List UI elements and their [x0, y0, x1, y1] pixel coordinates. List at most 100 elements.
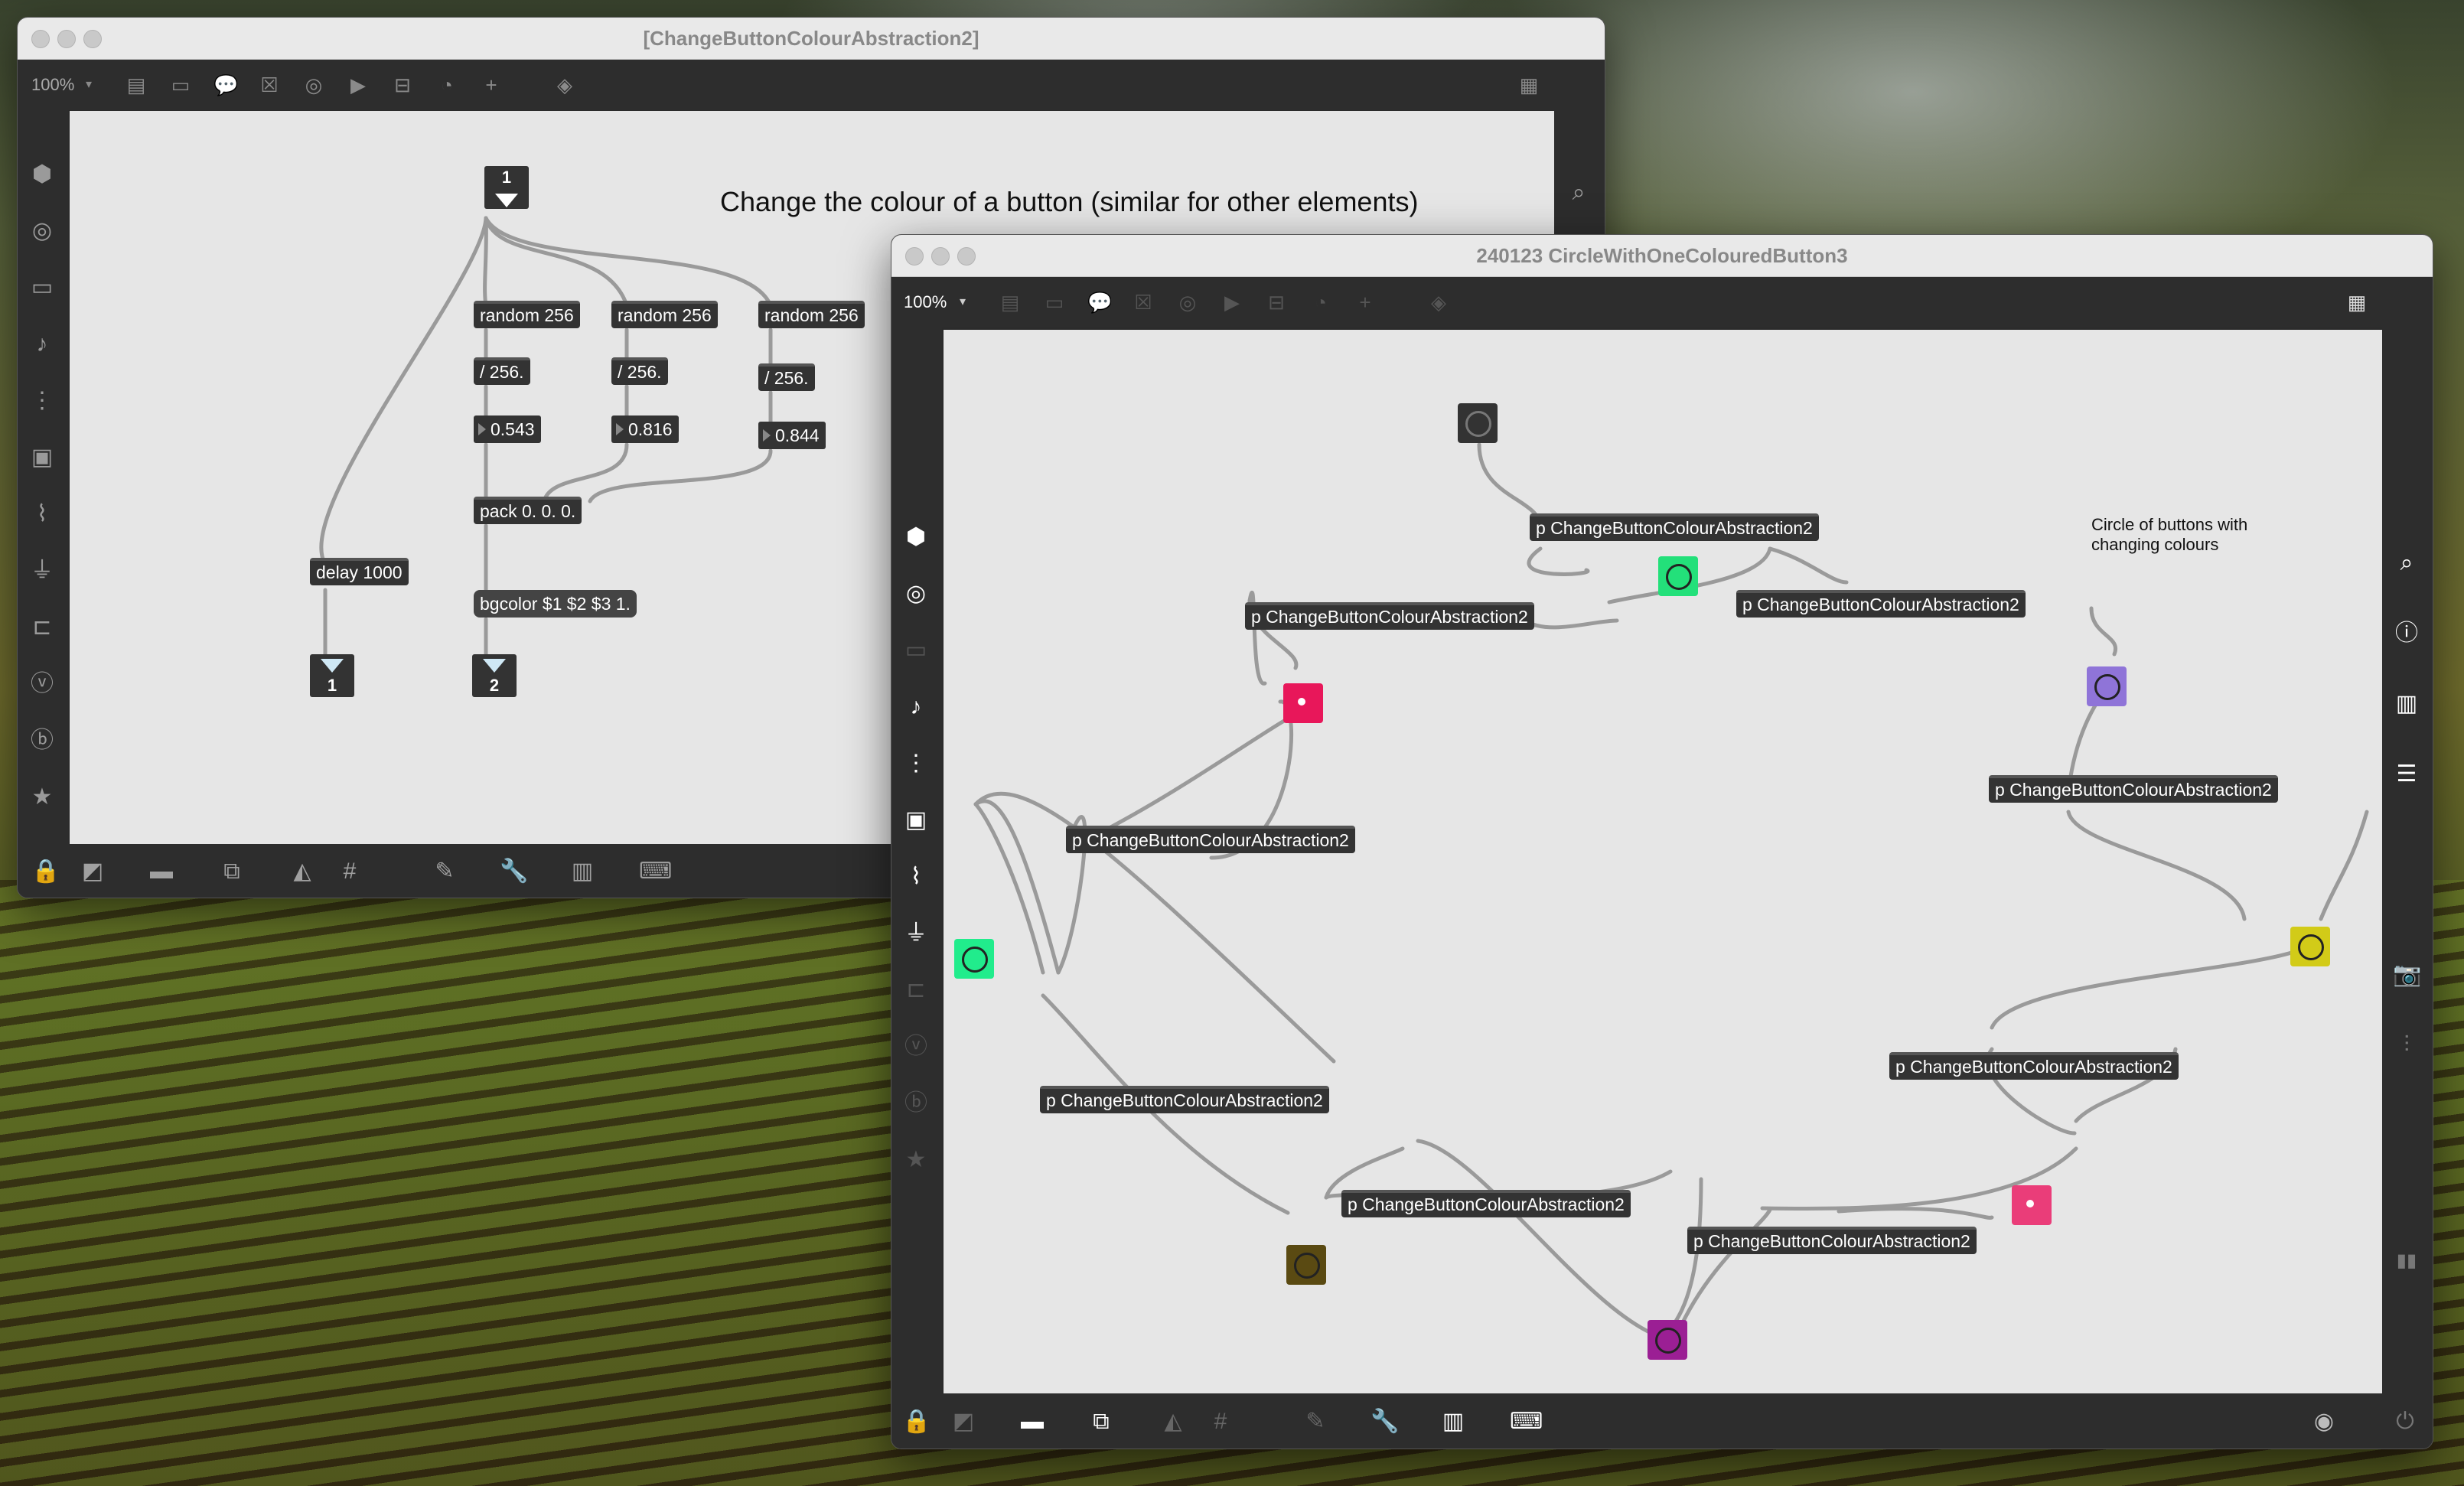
audio-on-icon[interactable]: ◉ [2313, 1409, 2335, 1434]
paperclip-icon[interactable]: ⌇ [910, 864, 922, 889]
comment-icon[interactable]: 💬 [1087, 291, 1113, 314]
number-box-1[interactable]: 0.543 [474, 415, 541, 443]
subpatcher-4[interactable]: p ChangeButtonColourAbstraction2 [1989, 775, 2278, 803]
windows-icon[interactable]: ⧉ [1093, 1409, 1110, 1434]
plug-icon[interactable]: ⏚ [904, 921, 927, 946]
subpatcher-7[interactable]: p ChangeButtonColourAbstraction2 [1889, 1052, 2179, 1080]
button-object-icon[interactable]: ◎ [305, 73, 323, 96]
windows-icon[interactable]: ⧉ [223, 859, 240, 884]
computer-keyboard-icon[interactable]: ⌨ [1510, 1409, 1543, 1434]
v-badge-icon[interactable]: ⓥ [904, 1034, 927, 1059]
grid-icon[interactable]: # [1214, 1409, 1227, 1434]
power-icon[interactable]: ⏻ [2396, 1409, 2414, 1434]
search-icon[interactable]: ⌕ [1572, 180, 1586, 205]
b-badge-icon[interactable]: ⓑ [904, 1090, 927, 1116]
media-icon[interactable]: ▭ [904, 637, 927, 663]
toggle-icon[interactable]: ☒ [260, 73, 279, 96]
slider-icon[interactable]: ⊟ [1268, 291, 1285, 314]
music-note-icon[interactable]: ♪ [910, 694, 922, 719]
mute-icon[interactable]: ◭ [293, 859, 311, 884]
keyboard-icon[interactable]: ▥ [571, 859, 594, 884]
plug-icon[interactable]: ⏚ [31, 558, 54, 583]
divide-object-3[interactable]: / 256. [758, 363, 815, 391]
button-top[interactable] [1458, 403, 1498, 443]
button-2[interactable] [1283, 683, 1323, 723]
button-7[interactable] [1286, 1245, 1326, 1285]
outlet-2[interactable]: 2 [472, 654, 517, 697]
divide-object-1[interactable]: / 256. [474, 357, 530, 385]
random-object-2[interactable]: random 256 [611, 301, 718, 328]
v-badge-icon[interactable]: ⓥ [31, 671, 54, 696]
dial-icon[interactable]: ◔ [441, 73, 453, 96]
button-object-icon[interactable]: ◎ [1178, 291, 1197, 314]
info-icon[interactable]: ⓘ [2395, 621, 2418, 646]
button-6[interactable] [2012, 1185, 2052, 1225]
new-message-icon[interactable]: ▭ [1045, 291, 1064, 314]
subpatcher-3[interactable]: p ChangeButtonColourAbstraction2 [1736, 590, 2026, 618]
image-icon[interactable]: ▣ [904, 807, 927, 833]
target-icon[interactable]: ◎ [31, 218, 53, 243]
camera-icon[interactable]: 📷 [2393, 962, 2422, 987]
bgcolor-message[interactable]: bgcolor $1 $2 $3 1. [474, 590, 637, 618]
star-icon[interactable]: ★ [31, 784, 53, 810]
grid-icon[interactable]: # [343, 859, 357, 884]
debug-icon[interactable]: ✎ [1305, 1409, 1325, 1434]
grid-view-icon[interactable]: ▦ [1519, 73, 1539, 96]
title-bar[interactable]: 240123 CircleWithOneColouredButton3 [891, 235, 2433, 277]
music-note-icon[interactable]: ♪ [36, 331, 48, 357]
sequence-icon[interactable]: ⋮ [31, 388, 54, 413]
subpatcher-1[interactable]: p ChangeButtonColourAbstraction2 [1530, 513, 1819, 541]
b-badge-icon[interactable]: ⓑ [31, 728, 54, 753]
target-icon[interactable]: ◎ [905, 581, 927, 606]
zoom-chevron-icon[interactable]: ▾ [959, 295, 966, 308]
subpatcher-5[interactable]: p ChangeButtonColourAbstraction2 [1066, 826, 1355, 853]
zoom-window-button[interactable] [83, 30, 102, 48]
wrench-icon[interactable]: 🔧 [500, 859, 529, 884]
subpatcher-2[interactable]: p ChangeButtonColourAbstraction2 [1245, 602, 1534, 630]
button-5[interactable] [2290, 927, 2330, 966]
button-3[interactable] [2087, 666, 2127, 706]
number-box-3[interactable]: 0.844 [758, 422, 826, 449]
zoom-menu[interactable]: 100% [31, 75, 75, 94]
presentation-icon[interactable]: ▬ [150, 859, 173, 884]
media-icon[interactable]: ▭ [31, 275, 54, 300]
package-icon[interactable]: ⬢ [905, 524, 927, 549]
inlet-1[interactable]: 1 [484, 166, 529, 209]
delay-object[interactable]: delay 1000 [310, 558, 409, 585]
paperclip-icon[interactable]: ⌇ [36, 501, 48, 526]
close-window-button[interactable] [905, 247, 924, 266]
random-object-1[interactable]: random 256 [474, 301, 580, 328]
toggle-icon[interactable]: ☒ [1134, 291, 1152, 314]
minimize-window-button[interactable] [57, 30, 76, 48]
divide-object-2[interactable]: / 256. [611, 357, 668, 385]
star-icon[interactable]: ★ [905, 1147, 927, 1172]
outlet-1[interactable]: 1 [310, 654, 354, 697]
zoom-chevron-icon[interactable]: ▾ [85, 78, 93, 91]
subpatcher-8[interactable]: p ChangeButtonColourAbstraction2 [1341, 1190, 1631, 1217]
computer-keyboard-icon[interactable]: ⌨ [639, 859, 673, 884]
title-bar[interactable]: [ChangeButtonColourAbstraction2] [18, 18, 1605, 60]
zoom-window-button[interactable] [957, 247, 976, 266]
button-4[interactable] [954, 939, 994, 979]
playback-object-icon[interactable]: ▶ [1224, 291, 1240, 314]
format-paint-icon[interactable]: ◈ [557, 73, 572, 96]
dial-icon[interactable]: ◔ [1315, 291, 1327, 314]
debug-icon[interactable]: ✎ [435, 859, 455, 884]
grid-view-icon[interactable]: ▦ [2347, 291, 2367, 314]
sequence-icon[interactable]: ⋮ [904, 751, 927, 776]
button-1[interactable] [1658, 556, 1698, 596]
search-icon[interactable]: ⌕ [2400, 550, 2413, 575]
package-icon[interactable]: ⬢ [31, 161, 53, 187]
mute-icon[interactable]: ◭ [1164, 1409, 1182, 1434]
image-icon[interactable]: ▣ [31, 445, 54, 470]
close-window-button[interactable] [31, 30, 50, 48]
presentation-edit-icon[interactable]: ◩ [81, 859, 104, 884]
presentation-edit-icon[interactable]: ◩ [952, 1409, 975, 1434]
button-8[interactable] [1648, 1320, 1687, 1360]
add-object-icon[interactable]: + [1359, 291, 1371, 314]
mixer-icon[interactable]: ⫶ [2404, 1032, 2410, 1057]
pack-object[interactable]: pack 0. 0. 0. [474, 497, 582, 524]
presentation-icon[interactable]: ▬ [1021, 1409, 1044, 1434]
random-object-3[interactable]: random 256 [758, 301, 865, 328]
keyboard-icon[interactable]: ▥ [1442, 1409, 1465, 1434]
